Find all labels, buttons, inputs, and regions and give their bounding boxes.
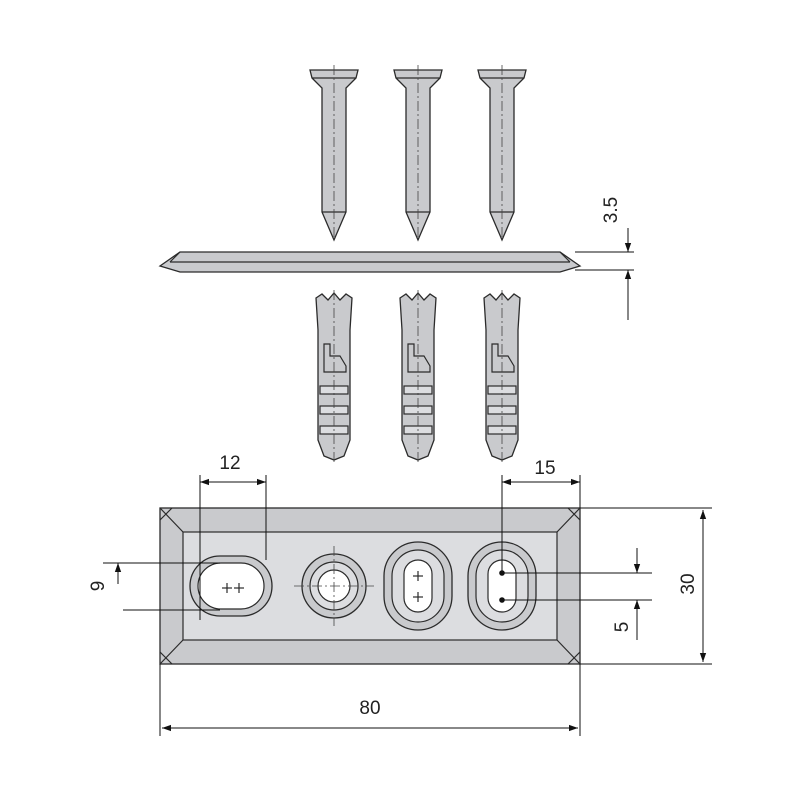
dimension-vertical-offset: 9	[88, 562, 220, 611]
dimension-slot-travel: 5	[502, 548, 652, 640]
slot-vertical-middle	[383, 541, 453, 631]
dimension-plate-height: 30	[580, 507, 712, 665]
wall-plug-group	[315, 290, 521, 465]
dimension-label-slot-width: 12	[219, 453, 240, 474]
screw-middle	[393, 65, 443, 242]
dimension-label-vertical-offset: 9	[88, 581, 109, 592]
dimension-label-plate-height: 30	[678, 573, 699, 594]
dimension-plate-length: 80	[159, 664, 581, 736]
wall-plug-right	[483, 290, 521, 465]
dimension-label-plate-thickness: 3.5	[601, 197, 622, 223]
screw-left	[309, 65, 359, 242]
wall-plug-left	[315, 290, 353, 465]
dimension-plate-thickness: 3.5	[575, 197, 634, 320]
screw-group	[309, 65, 527, 242]
dimension-label-plate-length: 80	[359, 698, 380, 719]
plate-side-view	[158, 251, 582, 273]
dimension-label-slot-travel: 5	[612, 622, 633, 633]
wall-plug-middle	[399, 290, 437, 465]
hole-round	[294, 546, 374, 626]
slot-horizontal	[189, 555, 273, 617]
dimension-slot-width: 12	[199, 453, 267, 620]
dimension-label-slot-spacing: 15	[534, 458, 555, 479]
screw-right	[477, 65, 527, 242]
slot-vertical-right	[467, 541, 537, 631]
plate-top-view	[159, 507, 581, 665]
dimension-slot-spacing: 15	[501, 458, 581, 573]
